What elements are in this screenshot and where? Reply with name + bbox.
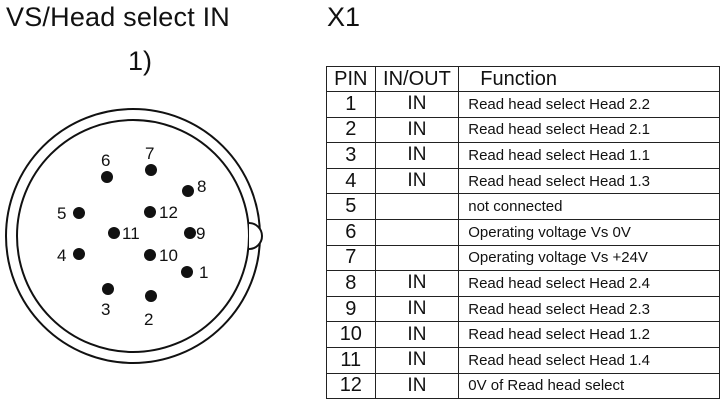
function-cell: Read head select Head 1.1 xyxy=(458,142,720,169)
function-cell: Operating voltage Vs +24V xyxy=(458,244,720,272)
pin-3-contact xyxy=(102,283,114,295)
pin-cell: 2 xyxy=(326,116,376,144)
pin-cell: 10 xyxy=(326,321,376,348)
connector-footnote-label: 1) xyxy=(128,46,153,76)
in-out-cell xyxy=(374,218,460,246)
function-cell: Read head select Head 1.3 xyxy=(458,167,720,195)
pin-cell: 9 xyxy=(326,295,376,323)
pin-5-label: 5 xyxy=(57,204,66,223)
table-row: 6 Operating voltage Vs 0V xyxy=(326,218,720,246)
function-cell: not connected xyxy=(458,193,720,220)
connector-id: X1 xyxy=(327,2,361,32)
pin-1-label: 1 xyxy=(199,263,208,282)
pin-4-contact xyxy=(73,248,85,260)
header-in-out: IN/OUT xyxy=(374,66,460,92)
pin-7-label: 7 xyxy=(145,144,154,163)
in-out-cell: IN xyxy=(374,91,460,118)
in-out-cell: IN xyxy=(374,270,460,297)
pin-9-label: 9 xyxy=(196,224,205,243)
pin-10-label: 10 xyxy=(159,246,178,265)
pin-2-label: 2 xyxy=(144,310,153,329)
pin-10-contact xyxy=(144,249,156,261)
pin-cell: 5 xyxy=(326,193,376,220)
diagram-title: VS/Head select IN xyxy=(6,2,231,32)
pin-8-label: 8 xyxy=(197,177,206,196)
pin-6-label: 6 xyxy=(101,151,110,170)
pin-1-contact xyxy=(181,266,193,278)
function-cell: Operating voltage Vs 0V xyxy=(458,218,720,246)
pin-4-label: 4 xyxy=(57,246,66,265)
pin-11-label: 11 xyxy=(122,224,140,243)
in-out-cell: IN xyxy=(374,346,460,374)
function-cell: Read head select Head 1.2 xyxy=(458,321,720,348)
in-out-cell: IN xyxy=(374,167,460,195)
function-cell: Read head select Head 2.2 xyxy=(458,91,720,118)
pin-2-contact xyxy=(145,290,157,302)
pin-cell: 4 xyxy=(326,167,376,195)
header-pin: PIN xyxy=(326,66,376,92)
function-cell: 0V of Read head select xyxy=(458,372,720,400)
pin-cell: 11 xyxy=(326,346,376,374)
pin-cell: 12 xyxy=(326,372,376,400)
in-out-cell: IN xyxy=(374,372,460,400)
table-row: 7 Operating voltage Vs +24V xyxy=(326,244,720,272)
pin-12-label: 12 xyxy=(159,203,178,222)
connector-key-notch xyxy=(248,222,263,250)
pin-5-contact xyxy=(73,207,85,219)
in-out-cell: IN xyxy=(374,142,460,169)
table-row: 5 not connected xyxy=(326,193,720,220)
pin-11-contact xyxy=(108,227,120,239)
pin-9-contact xyxy=(184,227,196,239)
pin-cell: 7 xyxy=(326,244,376,272)
in-out-cell: IN xyxy=(374,295,460,323)
function-cell: Read head select Head 2.4 xyxy=(458,270,720,297)
pin-8-contact xyxy=(182,185,194,197)
pin-cell: 3 xyxy=(326,142,376,169)
function-cell: Read head select Head 2.1 xyxy=(458,116,720,144)
pin-6-contact xyxy=(101,171,113,183)
pin-3-label: 3 xyxy=(101,300,110,319)
pin-cell: 8 xyxy=(326,270,376,297)
pin-cell: 1 xyxy=(326,91,376,118)
pin-12-contact xyxy=(144,206,156,218)
in-out-cell xyxy=(374,244,460,272)
in-out-cell: IN xyxy=(374,116,460,144)
in-out-cell: IN xyxy=(374,321,460,348)
pin-cell: 6 xyxy=(326,218,376,246)
in-out-cell xyxy=(374,193,460,220)
header-function: Function xyxy=(458,66,720,92)
function-cell: Read head select Head 2.3 xyxy=(458,295,720,323)
function-cell: Read head select Head 1.4 xyxy=(458,346,720,374)
pin-7-contact xyxy=(145,164,157,176)
table-header-row: PIN IN/OUT Function xyxy=(326,66,720,92)
